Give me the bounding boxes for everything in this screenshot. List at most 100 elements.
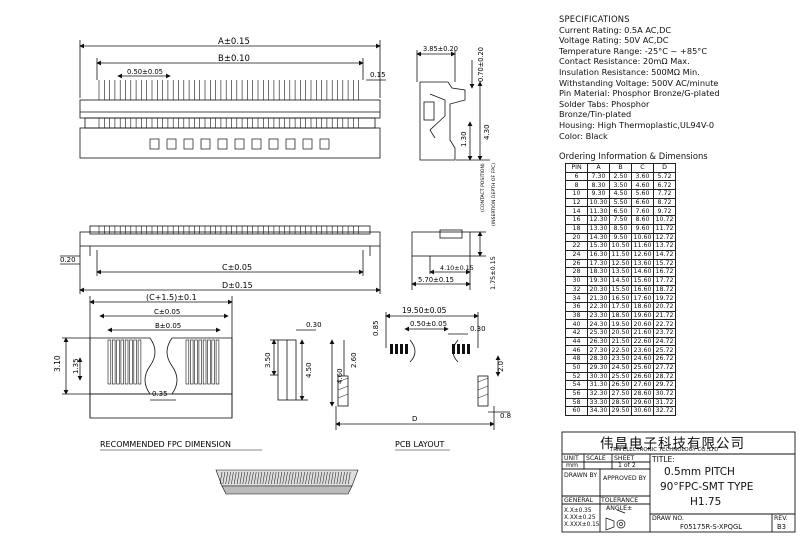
table-cell: 58 [565,397,588,408]
table-cell: 26.30 [587,336,610,347]
table-cell: 27.72 [653,362,676,373]
table-cell: 54 [565,380,588,390]
iso-pin [251,471,254,485]
table-cell: 31.30 [587,380,610,390]
fpc-finger [190,339,194,385]
table-cell: 8.72 [653,197,676,208]
side-view-middle [411,229,486,290]
table-cell: 6.60 [631,197,654,208]
side-570-label: 5.70±0.15 [418,276,454,284]
table-cell: 23.72 [653,328,676,338]
table-cell: 22.30 [587,302,610,312]
iso-pin [333,471,337,485]
iso-pin [256,471,260,485]
table-cell: 8.60 [631,215,654,225]
table-cell: 22.60 [631,336,654,347]
table-cell: 17.50 [609,302,632,312]
table-cell: 10.50 [609,241,632,251]
pcb-pad [405,344,408,354]
draw-no-label: DRAW NO. [652,515,685,522]
table-cell: 27.30 [587,345,610,356]
table-cell: 11.50 [609,249,632,260]
iso-pin [302,471,305,485]
table-cell: 15.72 [653,258,676,269]
table-cell: 11.60 [631,241,654,251]
iso-pin [305,471,308,485]
table-cell: 5.72 [653,171,676,182]
table-cell: 20.60 [631,319,654,330]
fpc-035-label: 0.35 [152,390,168,398]
iso-pin [299,471,303,485]
angle-label: ANGLE± [606,505,633,512]
title-line-1: 0.5mm PITCH [664,466,735,478]
title-line-2: 90°FPC-SMT TYPE [660,481,754,493]
table-cell: 24.72 [653,336,676,347]
table-cell: 7.50 [609,215,632,225]
spec-line: Temperature Range: -25°C ~ +85°C [559,45,708,56]
table-cell: 13.50 [609,267,632,277]
table-cell: 13.60 [631,258,654,269]
iso-pin [262,471,265,485]
dim-c-label: C±0.05 [222,263,252,272]
table-cell: 12.72 [653,232,676,243]
spec-line: Pin Material: Phosphor Bronze/G-plated [559,88,720,99]
fpc-finger [185,339,190,385]
housing-window [149,138,160,150]
table-cell: 34.30 [587,406,610,416]
table-header-cell: C [631,163,654,173]
tolerance-2: X.XX±0.25 [564,515,596,521]
spec-line: Voltage Rating: 50V AC,DC [559,35,669,46]
table-cell: 56 [565,388,588,399]
fpc-dimension-view [62,296,233,419]
table-cell: 19.72 [653,293,676,303]
housing-window [302,138,313,150]
fpc-finger [211,339,215,385]
pcb-layout-title: PCB LAYOUT [395,440,445,449]
table-cell: 14.30 [587,232,610,243]
spec-line: Color: Black [559,130,608,141]
table-cell: 18.60 [631,302,654,312]
pcb-pads [390,344,470,354]
table-cell: 29.50 [609,406,632,416]
housing-window [166,138,177,150]
table-cell: 12.50 [609,258,632,269]
table-cell: 15.30 [587,241,610,251]
dim-b-label: B±0.10 [218,54,250,64]
table-cell: 42 [565,328,588,338]
side-410-label: 4.10±0.15 [440,264,474,272]
top-windows [149,138,330,150]
housing-window [200,138,211,150]
tolerance-1: X.X±0.35 [564,508,592,514]
rev-label: REV. [774,515,788,522]
scale-label: SCALE [586,455,606,462]
fpc-finger [116,339,120,385]
iso-pin [296,471,300,485]
iso-pin [225,471,228,485]
spec-line: Bronze/Tin-plated [559,109,632,120]
fpc-side-view [270,329,316,401]
company-name-en: TRN ELECTRONIC TECHNOLOGY CO.,LTD [610,447,719,453]
iso-pin [342,471,345,485]
iso-pin [330,471,334,485]
table-cell: 21.72 [653,310,676,321]
table-cell: 27.60 [631,380,654,390]
pcb-08-label: 0.8 [500,412,511,420]
dim-020-label: 0.20 [60,256,76,264]
housing-window [319,138,330,150]
table-cell: 3.50 [609,180,632,191]
fpc-finger [137,339,142,385]
table-cell: 16.50 [609,293,632,303]
pcb-pad [395,344,398,354]
